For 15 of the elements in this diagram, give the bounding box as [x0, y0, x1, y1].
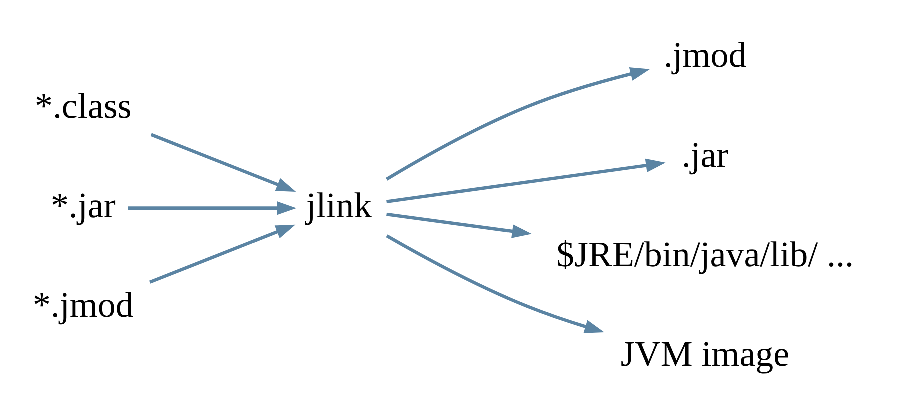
- node-text: .jar: [682, 134, 729, 174]
- arrow: [128, 200, 297, 215]
- arrow: [150, 132, 296, 192]
- node-text: *.class: [34, 85, 132, 126]
- node-text: *.jmod: [32, 284, 134, 325]
- node-text: JVM image: [620, 334, 790, 374]
- arrow: [386, 66, 650, 180]
- arrow: [386, 158, 666, 204]
- node-text: jlink: [306, 184, 372, 225]
- node-text: .jmod: [664, 34, 747, 75]
- arrow: [149, 224, 296, 284]
- node-text: $JRE/bin/java/lib/ ...: [556, 234, 854, 274]
- arrow: [386, 234, 605, 333]
- arrow: [386, 212, 532, 238]
- node-text: *.jar: [50, 184, 116, 225]
